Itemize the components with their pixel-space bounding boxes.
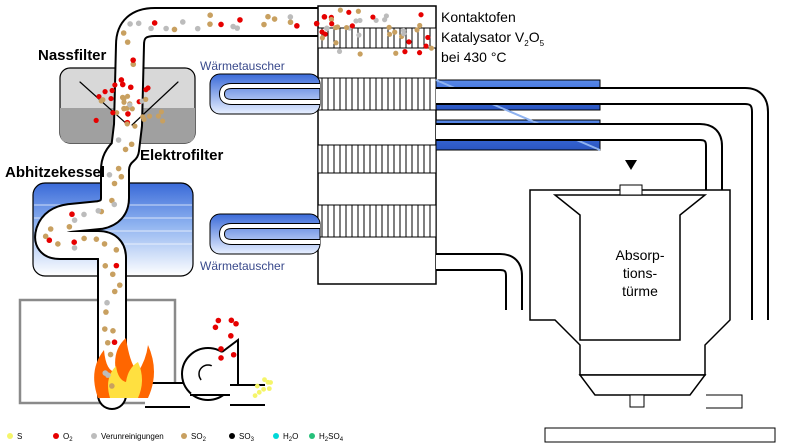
outlet-pipes	[436, 87, 769, 320]
particle-dots	[42, 7, 435, 399]
inlet-arrow-icon	[625, 160, 637, 170]
legend-label-0: S	[17, 432, 22, 441]
legend-marker-6	[309, 433, 315, 439]
label-waermetauscher-bottom: Wärmetauscher	[200, 259, 285, 273]
legend-marker-4	[229, 433, 235, 439]
label-kontaktofen: Kontaktofen	[441, 9, 516, 25]
legend-marker-2	[91, 433, 97, 439]
absorptionsturm	[529, 160, 776, 443]
label-abhitzekessel: Abhitzekessel	[5, 164, 105, 181]
catalyst-beds	[317, 27, 437, 238]
waermetauscher-bottom-box	[209, 213, 321, 255]
legend-marker-0	[7, 433, 13, 439]
label-absorp-2: tions-	[623, 265, 658, 281]
label-elektrofilter: Elektrofilter	[140, 147, 224, 164]
label-nassfilter: Nassfilter	[38, 47, 107, 64]
legend-label-5: H2O	[283, 432, 298, 443]
legend-label-4: SO3	[239, 432, 255, 443]
katalysator-mid: O	[529, 29, 540, 45]
katalysator-sub2: 5	[540, 39, 545, 48]
label-waermetauscher-top: Wärmetauscher	[200, 59, 285, 73]
legend-label-6: H2SO4	[319, 432, 344, 443]
legend-label-1: O2	[63, 432, 73, 443]
waermetauscher-top-box	[209, 73, 321, 115]
katalysator-prefix: Katalysator V	[441, 29, 525, 45]
legend-label-2: Verunreinigungen	[101, 432, 164, 441]
katalysator-sub1: 2	[524, 39, 529, 48]
blower-fan	[145, 338, 265, 408]
legend-marker-5	[273, 433, 279, 439]
flame-icon	[94, 338, 154, 398]
label-katalysator: Katalysator V2O5	[441, 29, 545, 48]
gas-pipe	[34, 7, 345, 410]
legend-label-3: SO2	[191, 432, 207, 443]
label-absorp-3: türme	[622, 283, 658, 299]
legend-marker-1	[53, 433, 59, 439]
label-absorp-1: Absorp-	[615, 247, 664, 263]
legend-marker-3	[181, 433, 187, 439]
label-temperatur: bei 430 °C	[441, 49, 507, 65]
